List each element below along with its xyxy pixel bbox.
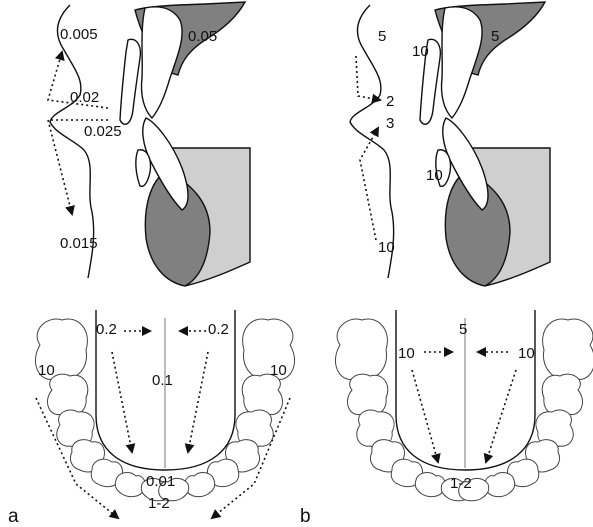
label-a-arch-right: 0.2 bbox=[208, 321, 229, 338]
panel-letter-b: b bbox=[300, 506, 311, 527]
label-a-top-right: 0.05 bbox=[188, 28, 217, 45]
arrow-a-arch-left-d bbox=[112, 352, 132, 452]
label-b-lip-upper: 2 bbox=[386, 93, 394, 110]
label-b-mid-right: 10 bbox=[426, 167, 443, 184]
label-b-top-right: 5 bbox=[491, 28, 499, 45]
label-a-upper-left: 0.005 bbox=[60, 26, 98, 43]
panel-b: 5 5 10 2 3 10 10 5 10 10 1-2 b bbox=[300, 2, 593, 527]
label-b-lip-lower: 3 bbox=[386, 115, 394, 132]
label-b-lower: 10 bbox=[378, 239, 395, 256]
arch-illustration-b bbox=[335, 310, 593, 501]
label-a-arch-side-right: 10 bbox=[270, 362, 287, 379]
label-b-arch-bottom: 1-2 bbox=[450, 475, 472, 492]
label-a-lip-lower: 0.025 bbox=[84, 123, 122, 140]
label-b-upper-mid: 10 bbox=[412, 43, 429, 60]
arrow-b-arch-right-d bbox=[486, 370, 516, 462]
arrow-a-arch-right-d bbox=[188, 352, 208, 452]
label-b-upper-left: 5 bbox=[378, 28, 386, 45]
panel-a: 0.05 0.005 0.02 0.025 0.015 0.2 0.2 0.1 … bbox=[8, 2, 295, 527]
label-a-lower: 0.015 bbox=[60, 235, 98, 252]
label-b-arch-top: 5 bbox=[459, 321, 467, 338]
arrow-b-upper bbox=[356, 56, 380, 100]
label-b-arch-left: 10 bbox=[398, 345, 415, 362]
label-a-lip-upper: 0.02 bbox=[70, 89, 99, 106]
panel-letter-a: a bbox=[8, 506, 19, 527]
label-a-arch-left: 0.2 bbox=[96, 321, 117, 338]
arrow-b-lower bbox=[360, 128, 378, 240]
label-a-arch-side-left: 10 bbox=[38, 362, 55, 379]
label-a-arch-mid: 0.1 bbox=[152, 372, 173, 389]
arrow-b-arch-left-d bbox=[412, 370, 438, 462]
label-a-arch-center: 0.01 bbox=[146, 473, 175, 490]
label-a-arch-bottom: 1-2 bbox=[148, 495, 170, 512]
label-b-arch-right: 10 bbox=[518, 345, 535, 362]
